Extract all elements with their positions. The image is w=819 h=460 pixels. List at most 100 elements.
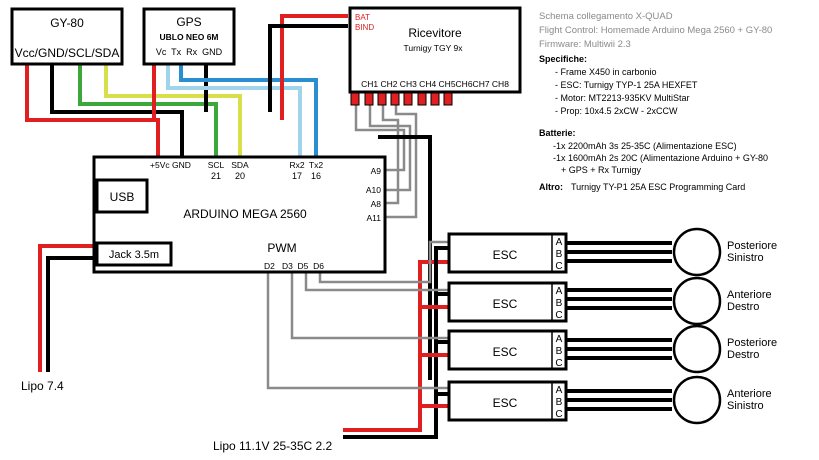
arduino-rx2: Rx2 bbox=[289, 160, 304, 170]
notes-altro-label: Altro: bbox=[539, 182, 563, 192]
wire-gy80-scl bbox=[78, 64, 218, 158]
wire-lipo-small-black bbox=[46, 256, 94, 372]
arduino-pwm-label: PWM bbox=[267, 241, 296, 255]
lipo-small-label: Lipo 7.4 bbox=[21, 379, 64, 393]
esc-phase-b: B bbox=[556, 397, 563, 408]
esc-label: ESC bbox=[493, 396, 518, 410]
arduino-a9: A9 bbox=[371, 166, 382, 176]
notes-panel: Schema collegamento X-QUAD Flight Contro… bbox=[539, 11, 772, 192]
motor-1 bbox=[672, 227, 722, 277]
wire-pwm-d2 bbox=[266, 272, 448, 390]
motor-2 bbox=[672, 276, 722, 326]
notes-spec-4: - Prop: 10x4.5 2xCW - 2xCCW bbox=[555, 106, 678, 116]
wire-pwm-d6 bbox=[318, 240, 448, 284]
wire-gy80-sda bbox=[104, 64, 242, 158]
arduino-usb-label: USB bbox=[110, 190, 135, 204]
wire-pwm-d5 bbox=[304, 272, 448, 292]
esc-body bbox=[447, 232, 568, 274]
wires bbox=[25, 14, 672, 439]
motor-label-2: Sinistro bbox=[727, 252, 764, 264]
notes-batt-2: -1x 1600mAh 2s 20C (Alimentazione Arduin… bbox=[553, 153, 768, 163]
esc-phase-c: C bbox=[555, 358, 562, 369]
esc-phase-b: B bbox=[556, 298, 563, 309]
notes-batt-title: Batterie: bbox=[539, 128, 576, 138]
gps-model: UBLO NEO 6M bbox=[159, 32, 218, 42]
notes-spec-title: Specifiche: bbox=[539, 54, 587, 64]
motor-label-2: Sinistro bbox=[727, 400, 764, 412]
esc-phase-b: B bbox=[556, 346, 563, 357]
arduino-sda: SDA bbox=[231, 160, 249, 170]
wire-ch2 bbox=[368, 94, 412, 192]
notes-batt-3: + GPS + Rx Turnigy bbox=[561, 165, 642, 175]
gps-module: GPS UBLO NEO 6M Vc Tx Rx GND bbox=[142, 7, 236, 66]
arduino-a10: A10 bbox=[366, 185, 381, 195]
arduino-pwm-pins: D2 D3 D5 D6 bbox=[264, 261, 324, 271]
esc-phase-c: C bbox=[555, 261, 562, 272]
motor-label-2: Destro bbox=[727, 301, 759, 313]
arduino-a11: A11 bbox=[367, 213, 382, 223]
motor-4 bbox=[672, 375, 722, 425]
wire-ch3 bbox=[381, 94, 400, 205]
receiver-module: BAT BIND Ricevitore Turnigy TGY 9x CH1 C… bbox=[348, 6, 522, 106]
notes-header-3: Firmware: Multiwii 2.3 bbox=[539, 39, 631, 50]
wire-gy80-gnd bbox=[50, 64, 184, 158]
wire-pwm-d3 bbox=[290, 272, 448, 340]
wire-lipo-small-red bbox=[38, 244, 94, 372]
wire-rx-gnd bbox=[268, 24, 348, 112]
notes-header-2: Flight Control: Homemade Arduino Mega 25… bbox=[539, 25, 772, 36]
esc-phase-a: A bbox=[556, 385, 563, 396]
arduino-sda-num: 20 bbox=[235, 171, 245, 181]
motor-label-2: Destro bbox=[727, 349, 759, 361]
arduino-tx2: Tx2 bbox=[309, 160, 323, 170]
esc-phase-a: A bbox=[556, 237, 563, 248]
arduino-usb-port bbox=[95, 178, 149, 214]
notes-spec-2: - ESC: Turnigy TYP-1 25A HEXFET bbox=[555, 80, 698, 90]
wire-rx-bat bbox=[280, 14, 348, 120]
esc-phase-a: A bbox=[556, 334, 563, 345]
wire-gps-rx bbox=[179, 64, 318, 158]
wire-ch4 bbox=[385, 94, 418, 219]
arduino-rx2-num: 17 bbox=[292, 171, 302, 181]
receiver-title: Ricevitore bbox=[408, 26, 462, 40]
esc-body bbox=[447, 380, 568, 422]
arduino-scl-num: 21 bbox=[211, 171, 221, 181]
arduino-jack-label: Jack 3.5m bbox=[109, 249, 159, 261]
arduino-board: +5Vc GND SCL SDA 21 20 Rx2 Tx2 17 16 A9 … bbox=[92, 155, 387, 274]
notes-header-1: Schema collegamento X-QUAD bbox=[539, 11, 673, 22]
gy80-title: GY-80 bbox=[50, 16, 84, 30]
wire-gy80-vcc bbox=[25, 64, 160, 158]
esc-phase-c: C bbox=[555, 409, 562, 420]
arduino-power-pins: +5Vc GND bbox=[150, 160, 191, 170]
receiver-channels: CH1 CH2 CH3 CH4 CH5CH6CH7 CH8 bbox=[361, 79, 509, 89]
esc-phase-b: B bbox=[556, 249, 563, 260]
motor-label-1: Anteriore bbox=[727, 388, 772, 400]
notes-batt-1: -1x 2200mAh 3s 25-35C (Alimentazione ESC… bbox=[553, 141, 737, 151]
esc-body bbox=[447, 329, 568, 371]
lipo-main-label: Lipo 11.1V 25-35C 2.2 bbox=[213, 439, 333, 453]
wire-gps-tx bbox=[166, 64, 302, 158]
esc-label: ESC bbox=[493, 345, 518, 359]
receiver-pin-header bbox=[350, 92, 453, 106]
gy80-module: GY-80 Vcc/GND/SCL/SDA bbox=[10, 7, 124, 66]
esc-phase-c: C bbox=[555, 310, 562, 321]
esc-body bbox=[447, 281, 568, 323]
gps-pins: Vc Tx Rx GND bbox=[156, 47, 223, 57]
arduino-scl: SCL bbox=[208, 160, 225, 170]
wire-lipo-main-black bbox=[343, 246, 448, 439]
esc-label: ESC bbox=[493, 297, 518, 311]
gy80-pins: Vcc/GND/SCL/SDA bbox=[15, 46, 120, 60]
wire-rx-gnd-bus bbox=[378, 135, 432, 380]
arduino-tx2-num: 16 bbox=[311, 171, 321, 181]
notes-spec-3: - Motor: MT2213-935KV MultiStar bbox=[555, 93, 690, 103]
receiver-model: Turnigy TGY 9x bbox=[404, 43, 464, 53]
esc-phase-a: A bbox=[556, 286, 563, 297]
arduino-jack bbox=[95, 241, 173, 267]
arduino-title: ARDUINO MEGA 2560 bbox=[183, 207, 307, 221]
motor-label-1: Anteriore bbox=[727, 289, 772, 301]
esc-label: ESC bbox=[493, 248, 518, 262]
